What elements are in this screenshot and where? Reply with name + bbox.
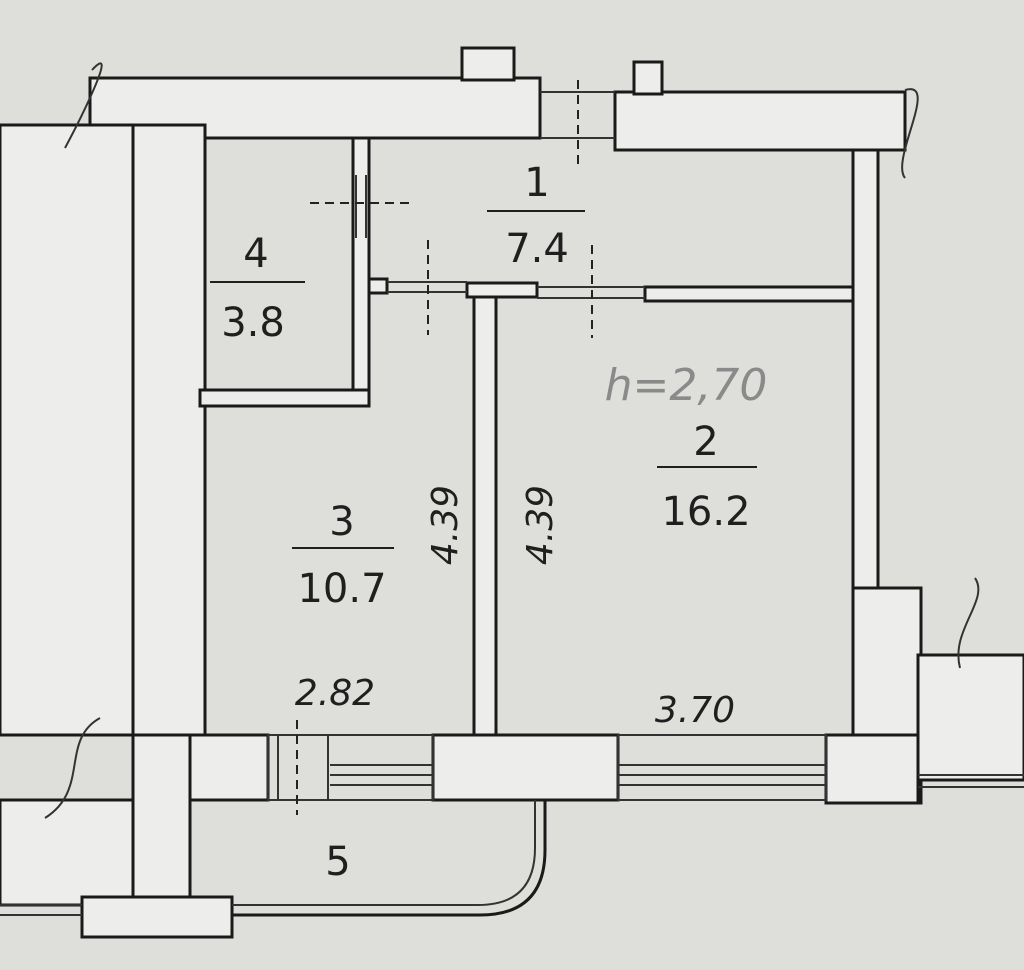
room-5-number: 5	[325, 839, 350, 885]
room-3-number: 3	[329, 499, 354, 545]
balcony-outline-outer	[232, 800, 547, 917]
hall-partition-right	[643, 285, 855, 303]
ceiling-height: h=2,70	[605, 360, 768, 411]
balcony-post	[80, 895, 234, 939]
partitions	[198, 136, 855, 737]
room-2-area: 16.2	[661, 489, 750, 535]
window-right-frame	[617, 734, 827, 801]
break-line-right	[957, 577, 980, 669]
room3-width-dimension: 2.82	[295, 673, 375, 714]
bottom-wall-mid	[431, 733, 620, 802]
window-left-frame	[267, 734, 434, 801]
room-3-area: 10.7	[297, 566, 386, 612]
room-4-area: 3.8	[221, 300, 285, 346]
left-neighbor-wall	[0, 798, 135, 907]
room-1-number: 1	[524, 160, 549, 206]
room-3-label: 3 10.7	[292, 499, 394, 612]
balcony	[0, 800, 547, 917]
break-line-top-right	[901, 88, 919, 179]
room3-length-dimension: 4.39	[425, 485, 466, 565]
top-wall-stub-1	[460, 46, 516, 82]
door-openings	[310, 80, 645, 338]
room-1-label: 1 7.4	[487, 160, 585, 272]
break-line-left	[44, 717, 101, 819]
walls	[0, 46, 1024, 939]
room-2-label: 2 16.2	[657, 419, 757, 535]
bottom-wall-left	[188, 733, 270, 802]
room-1-area: 7.4	[505, 226, 569, 272]
room-2-number: 2	[693, 419, 718, 465]
room-4-number: 4	[243, 231, 268, 277]
right-neighbor-block	[916, 653, 1024, 782]
room3-room2-divider	[472, 295, 498, 737]
left-wall	[131, 123, 207, 737]
break-line-top-left	[64, 62, 103, 149]
hall-partition-stub	[465, 281, 539, 299]
room-4-label: 4 3.8	[210, 231, 305, 346]
break-lines	[44, 62, 980, 819]
right-wall	[851, 148, 880, 592]
hall-partition-tab	[367, 277, 389, 295]
room2-width-dimension: 3.70	[655, 690, 735, 731]
windows	[267, 720, 1024, 815]
top-wall-stub-2	[632, 60, 664, 96]
room2-length-dimension: 4.39	[520, 485, 561, 565]
left-outer-wall	[0, 123, 135, 737]
bottom-wall-right	[824, 733, 920, 805]
left-lower-wall	[131, 733, 192, 907]
balcony-outline-inner	[232, 800, 536, 906]
top-wall-right	[613, 90, 907, 152]
room4-bottom-partition	[198, 388, 371, 408]
